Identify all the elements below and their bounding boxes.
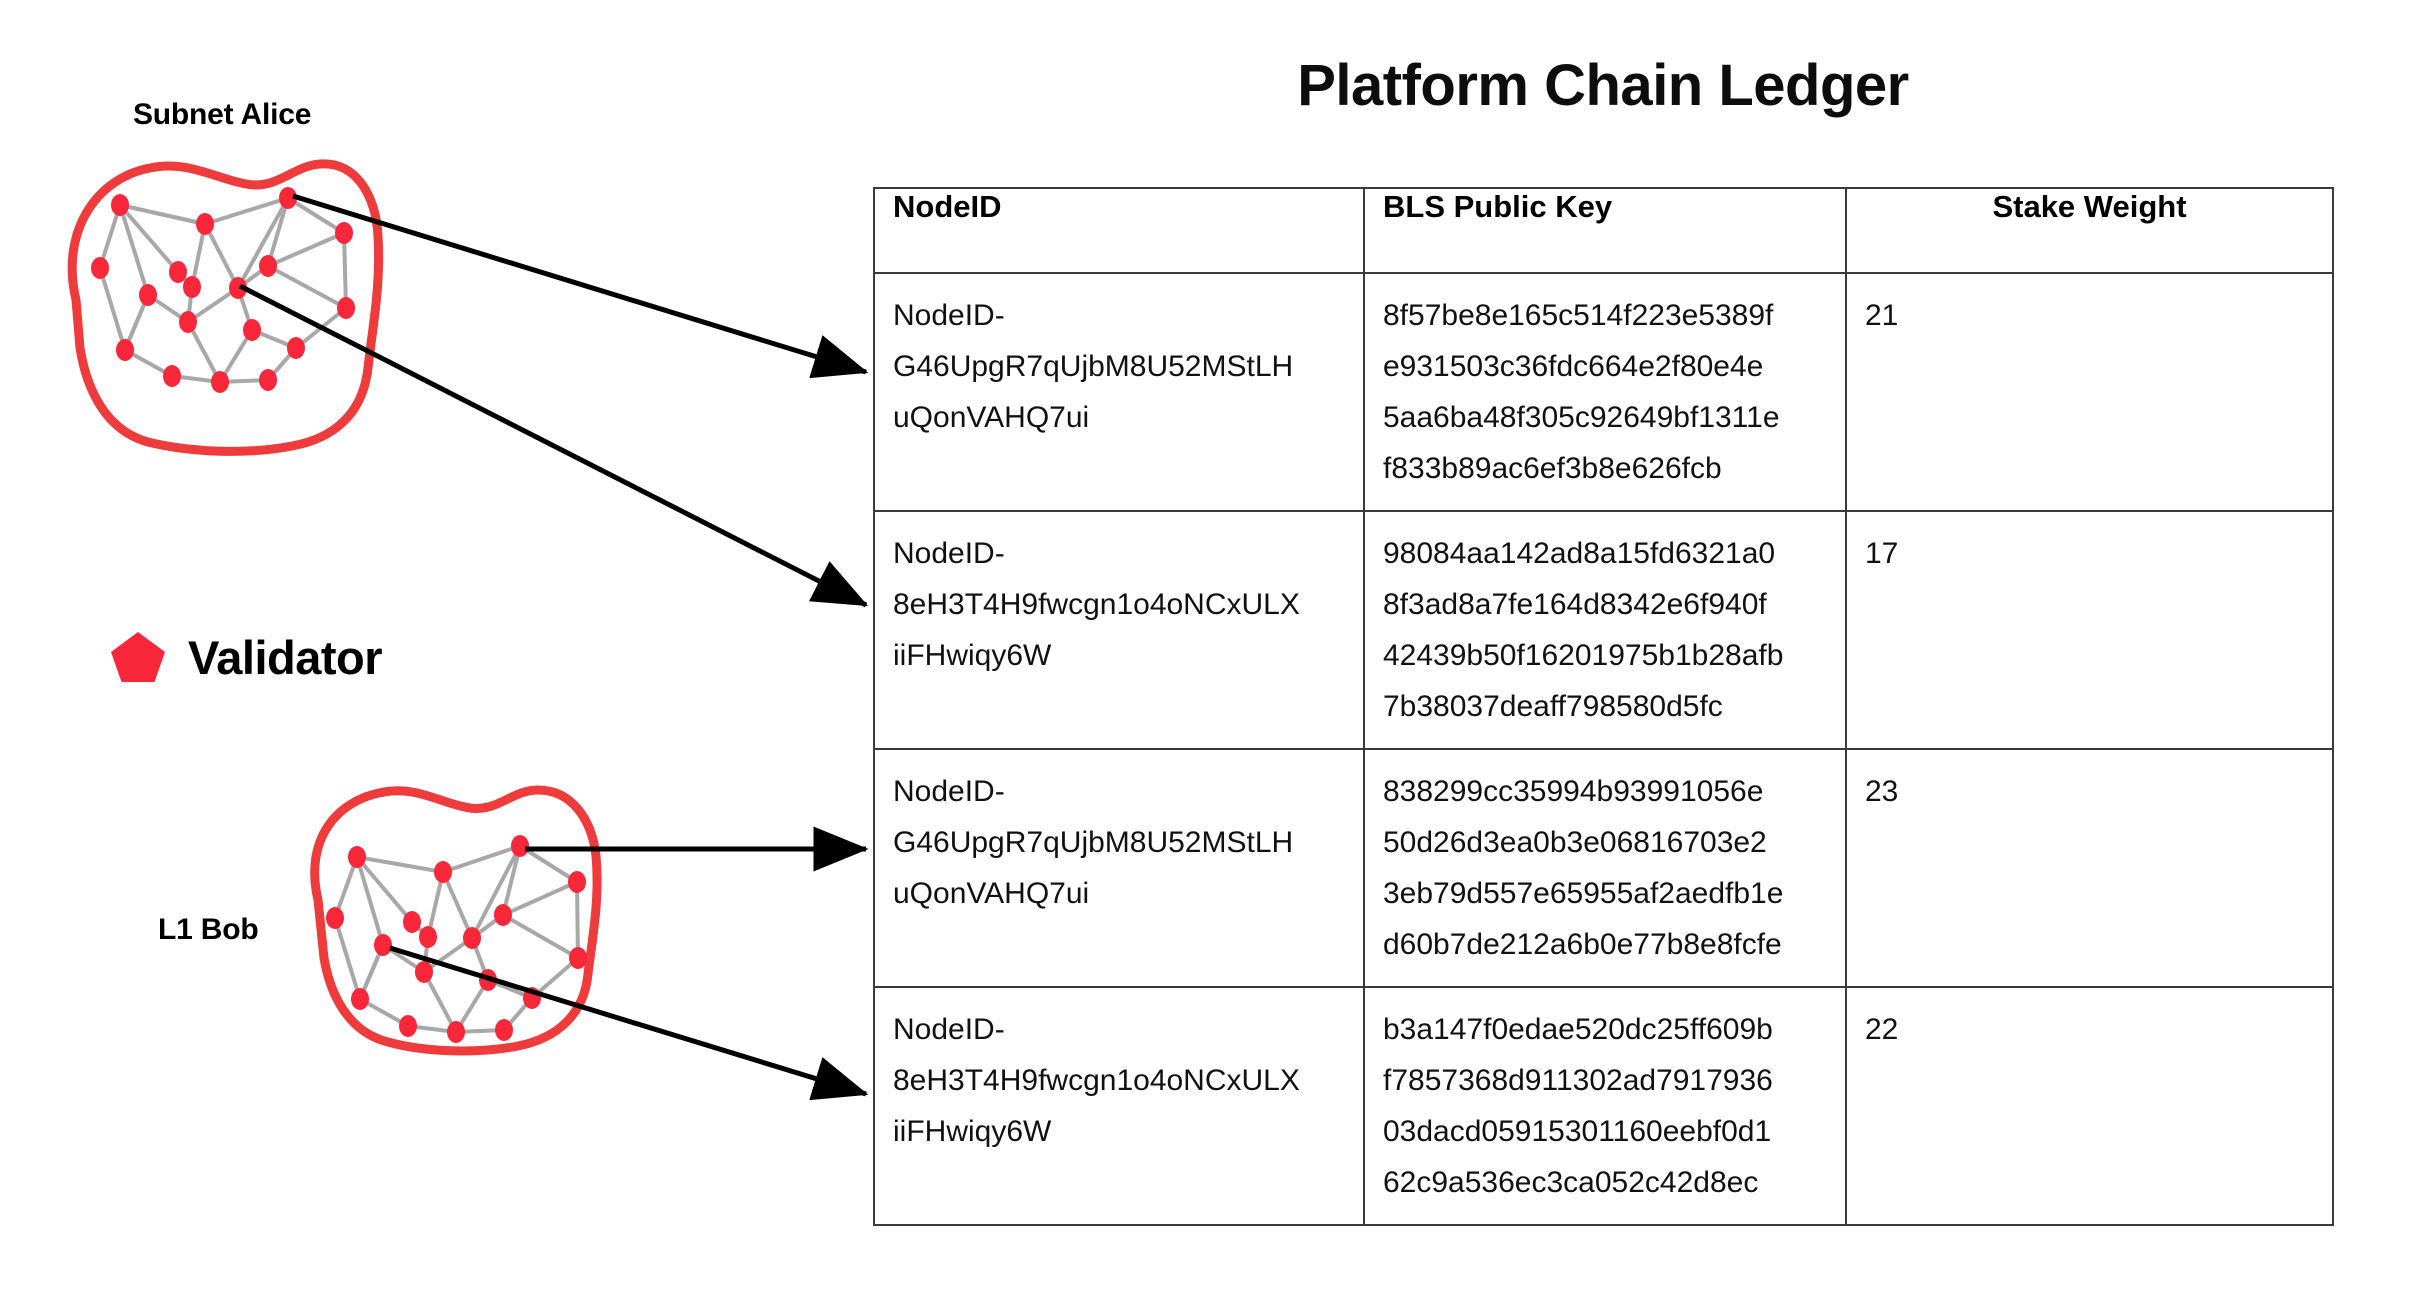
subnet-alice-validator-nodes [91,187,355,393]
validator-legend-label: Validator [188,630,383,684]
validator-node [287,337,305,359]
table-row: NodeID- 8eH3T4H9fwcgn1o4oNCxULX iiFHwiqy… [873,510,2334,750]
table-row: NodeID- G46UpgR7qUjbM8U52MStLH uQonVAHQ7… [873,272,2334,512]
stake-weight-value: 23 [1865,775,1899,808]
stake-weight-value: 17 [1865,537,1899,570]
validator-node [403,911,421,933]
stake-weight-value: 21 [1865,299,1899,332]
validator-node [169,261,187,283]
validator-node [139,284,157,306]
validator-node [495,1019,513,1041]
subnet-alice-edges [98,196,348,384]
arrow-alice-to-row1 [292,193,869,379]
l1-bob-label: L1 Bob [158,913,259,946]
validator-node [179,311,197,333]
column-header-bls-public-key: BLS Public Key [1363,187,1847,274]
validator-node [494,904,512,926]
validator-node [279,187,297,209]
cell-bls-public-key: 8f57be8e165c514f223e5389f e931503c36fdc6… [1363,272,1847,512]
arrow-alice-to-row2 [238,283,869,608]
validator-node [91,257,109,279]
validator-node [374,934,392,956]
validator-node [116,339,134,361]
stake-weight-value: 22 [1865,1013,1899,1046]
subnet-alice-label: Subnet Alice [133,98,312,131]
cell-stake-weight: 17 [1845,510,2334,750]
cell-nodeid: NodeID- 8eH3T4H9fwcgn1o4oNCxULX iiFHwiqy… [873,510,1365,750]
validator-node [511,835,529,857]
validator-node [111,194,129,216]
arrow-bob-to-row4 [389,945,869,1101]
validator-node [434,861,452,883]
subnet-alice-group [67,159,384,456]
validator-node [348,846,366,868]
validator-node [229,277,247,299]
validator-legend: Validator [110,630,383,684]
cell-nodeid: NodeID- G46UpgR7qUjbM8U52MStLH uQonVAHQ7… [873,272,1365,512]
l1-bob-group [310,785,602,1056]
validator-node [351,988,369,1010]
cell-stake-weight: 21 [1845,272,2334,512]
table-row: NodeID- 8eH3T4H9fwcgn1o4oNCxULX iiFHwiqy… [873,986,2334,1226]
validator-node [243,319,261,341]
cell-bls-public-key: 838299cc35994b93991056e 50d26d3ea0b3e068… [1363,748,1847,988]
l1-bob-edges [333,844,580,1034]
page-title: Platform Chain Ledger [1297,53,1909,118]
bls-public-key-value: 98084aa142ad8a15fd6321a0 8f3ad8a7fe164d8… [1383,537,1784,723]
validator-node [415,961,433,983]
column-header-stake-weight: Stake Weight [1845,187,2334,274]
validator-node [211,371,229,393]
table-header-row: NodeID BLS Public Key Stake Weight [873,187,2334,274]
cell-stake-weight: 22 [1845,986,2334,1226]
validator-node [183,276,201,298]
bls-public-key-value: 838299cc35994b93991056e 50d26d3ea0b3e068… [1383,775,1784,961]
cell-stake-weight: 23 [1845,748,2334,988]
validator-node [568,871,586,893]
validator-node [259,369,277,391]
l1-bob-outline [310,785,602,1056]
cell-bls-public-key: 98084aa142ad8a15fd6321a0 8f3ad8a7fe164d8… [1363,510,1847,750]
nodeid-value: NodeID- 8eH3T4H9fwcgn1o4oNCxULX iiFHwiqy… [893,1013,1300,1148]
validator-node [399,1015,417,1037]
platform-chain-ledger-table: NodeID BLS Public Key Stake Weight NodeI… [873,187,2334,1226]
validator-node [523,987,541,1009]
bls-public-key-value: 8f57be8e165c514f223e5389f e931503c36fdc6… [1383,299,1780,485]
validator-node [419,926,437,948]
nodeid-value: NodeID- G46UpgR7qUjbM8U52MStLH uQonVAHQ7… [893,775,1294,910]
l1-bob-validator-nodes [326,835,587,1043]
table-row: NodeID- G46UpgR7qUjbM8U52MStLH uQonVAHQ7… [873,748,2334,988]
validator-node [196,213,214,235]
validator-node [337,297,355,319]
validator-node [326,907,344,929]
validator-node [163,365,181,387]
cell-bls-public-key: b3a147f0edae520dc25ff609b f7857368d91130… [1363,986,1847,1226]
column-header-nodeid: NodeID [873,187,1365,274]
nodeid-value: NodeID- G46UpgR7qUjbM8U52MStLH uQonVAHQ7… [893,299,1294,434]
validator-node [463,927,481,949]
subnet-alice-outline [67,159,384,456]
cell-nodeid: NodeID- 8eH3T4H9fwcgn1o4oNCxULX iiFHwiqy… [873,986,1365,1226]
validator-node [335,222,353,244]
validator-node [479,969,497,991]
validator-node [259,255,277,277]
validator-node [569,947,587,969]
pentagon-icon [111,632,165,682]
validator-node [447,1021,465,1043]
cell-nodeid: NodeID- G46UpgR7qUjbM8U52MStLH uQonVAHQ7… [873,748,1365,988]
bls-public-key-value: b3a147f0edae520dc25ff609b f7857368d91130… [1383,1013,1773,1199]
nodeid-value: NodeID- 8eH3T4H9fwcgn1o4oNCxULX iiFHwiqy… [893,537,1300,672]
network-diagram: Subnet Alice L1 Bob Validator [0,0,900,1294]
